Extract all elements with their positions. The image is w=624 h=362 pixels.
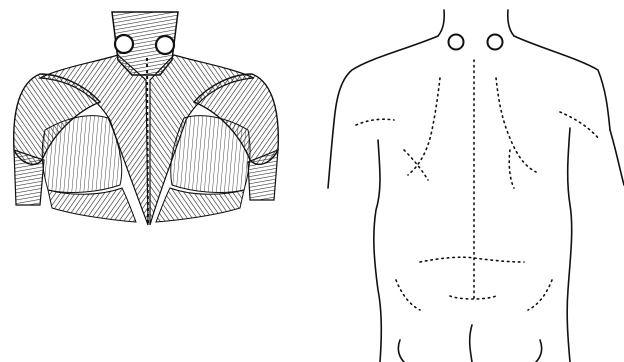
left-shoulder-blade-dotted [356,119,394,125]
right-shoulder-line [514,36,610,130]
gluteal-cleft [470,325,472,362]
right-infraspinatus [171,116,250,193]
buttock-left [398,340,404,362]
left-latissimus [48,188,136,222]
marker-circle-right [156,36,174,54]
right-scapula-dotted [496,78,536,172]
left-scapula-dotted [408,78,440,175]
marker-circle-left [115,35,133,53]
right-torso-edge [567,128,572,362]
muscle-back-figure [0,0,300,240]
right-latissimus [156,188,244,222]
neck-left-edge [438,10,444,36]
left-upper-arm [14,150,44,205]
back-outline-figure [300,0,624,362]
marker-circle-left [449,35,464,50]
right-rib-dotted [509,150,514,188]
left-infraspinatus [42,116,121,193]
back-outline-illustration [300,0,624,362]
neck-right-edge [508,10,514,36]
marker-circle-right [488,35,503,50]
hip-left-dotted [396,280,420,310]
hip-right-dotted [528,280,552,310]
left-shoulder-line [328,36,438,188]
waist-dotted [420,257,524,262]
sacrum-dotted [450,296,496,299]
buttock-right [536,340,542,362]
muscle-back-illustration [0,0,300,240]
right-arm-edge [610,130,624,185]
right-shoulder-blade-dotted [560,112,600,140]
left-torso-edge [374,140,381,362]
